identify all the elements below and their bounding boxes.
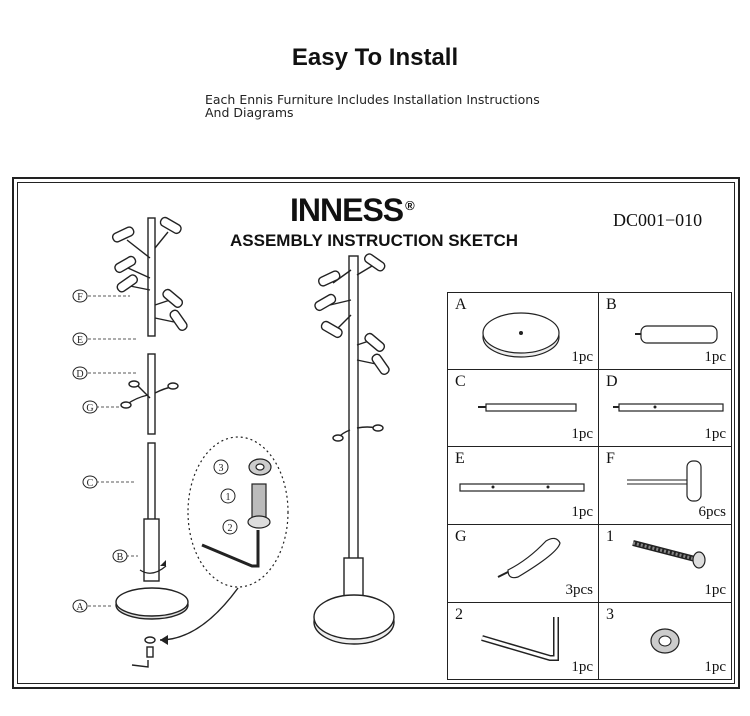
- part-cell-3: 3 1pc: [598, 602, 732, 680]
- callout-d-circle: [72, 366, 88, 380]
- callout-d: D: [76, 369, 83, 380]
- part-qty: 6pcs: [698, 504, 727, 520]
- callout-c: C: [87, 478, 94, 489]
- model-code: DC001−010: [613, 210, 703, 230]
- part-label: G: [455, 528, 467, 545]
- registered-mark: ®: [405, 198, 415, 213]
- part-label: F: [606, 450, 615, 467]
- parts-table: A 1pc B 1pc C 1pc D 1pc E 1pc F 6pcs G 3…: [447, 292, 732, 680]
- sheet-inner-frame: [17, 182, 735, 684]
- part-cell-f: F 6pcs: [598, 446, 732, 525]
- part-label: C: [455, 373, 466, 390]
- part-cell-1: 1 1pc: [598, 524, 732, 603]
- part-cell-2: 2 1pc: [447, 602, 599, 680]
- part-qty: 1pc: [704, 582, 726, 598]
- pole-c-drawing: [478, 403, 577, 412]
- part-label: D: [606, 373, 618, 390]
- part-label: A: [455, 296, 467, 313]
- part-qty: 1pc: [571, 349, 593, 365]
- detail-2-circle: [222, 519, 238, 535]
- g-hooks: [120, 380, 179, 409]
- pole-e-drawing: [459, 483, 585, 492]
- detail-2-label: 2: [228, 523, 233, 534]
- part-cell-e: E 1pc: [447, 446, 599, 525]
- detail-3-circle: [213, 459, 229, 475]
- callout-b: B: [117, 552, 124, 563]
- callout-f-circle: [72, 289, 88, 303]
- callout-g: G: [86, 403, 93, 414]
- part-label: E: [455, 450, 465, 467]
- brand-logo: INNESS®: [290, 192, 415, 229]
- part-cell-b: B 1pc: [598, 292, 732, 370]
- part-qty: 1pc: [571, 659, 593, 675]
- part-cell-a: A 1pc: [447, 292, 599, 370]
- page-title: Easy To Install: [291, 44, 459, 71]
- part-cell-c: C 1pc: [447, 369, 599, 447]
- detail-arrow: [159, 587, 239, 641]
- hardware-detail-ellipse: [187, 436, 289, 588]
- part-label: 2: [455, 606, 463, 623]
- callout-a-circle: [72, 599, 88, 613]
- pole-b: [143, 518, 160, 582]
- callout-f: F: [77, 292, 83, 303]
- part-label: B: [606, 296, 617, 313]
- part-qty: 1pc: [571, 426, 593, 442]
- callout-a: A: [76, 602, 84, 613]
- part-label: 3: [606, 606, 614, 623]
- part-qty: 1pc: [704, 659, 726, 675]
- subtitle-line-1: Each Ennis Furniture Includes Installati…: [205, 92, 540, 107]
- hex-key-2-drawing: [481, 617, 559, 661]
- detail-1-circle: [220, 488, 236, 504]
- callout-c-circle: [82, 475, 98, 489]
- part-cell-g: G 3pcs: [447, 524, 599, 603]
- bolt-drawing: [251, 483, 267, 521]
- part-qty: 1pc: [704, 426, 726, 442]
- hook-g-drawing: [497, 537, 561, 579]
- callout-e-circle: [72, 332, 88, 346]
- assembled-rack: [313, 253, 395, 645]
- callout-g-circle: [82, 400, 98, 414]
- part-qty: 3pcs: [565, 582, 594, 598]
- washer-3-drawing: [650, 628, 680, 654]
- detail-3-label: 3: [219, 463, 224, 474]
- hook-f-drawing: [627, 460, 702, 502]
- base-a: [115, 587, 189, 617]
- base-plate-drawing: [482, 312, 560, 358]
- detail-1-label: 1: [226, 492, 231, 503]
- hex-key-drawing: [201, 530, 260, 568]
- subtitle-line-2: And Diagrams: [205, 105, 294, 120]
- sheet-heading: ASSEMBLY INSTRUCTION SKETCH: [230, 231, 519, 250]
- top-hooks: [111, 216, 188, 332]
- rotate-arrow-icon: [139, 565, 167, 574]
- base-hardware: [131, 636, 156, 668]
- callout-b-circle: [112, 549, 128, 563]
- pole-d-drawing: [613, 403, 724, 412]
- pole-d: [147, 353, 156, 435]
- bottom-pole-drawing: [635, 325, 718, 344]
- page-subtitle: Each Ennis Furniture Includes Installati…: [205, 93, 565, 119]
- callout-e: E: [77, 335, 83, 346]
- part-cell-d: D 1pc: [598, 369, 732, 447]
- brand-name: INNESS: [290, 192, 404, 228]
- pole-c: [147, 442, 156, 524]
- part-label: 1: [606, 528, 614, 545]
- bolt-1-drawing: [632, 540, 706, 569]
- part-qty: 1pc: [571, 504, 593, 520]
- part-qty: 1pc: [704, 349, 726, 365]
